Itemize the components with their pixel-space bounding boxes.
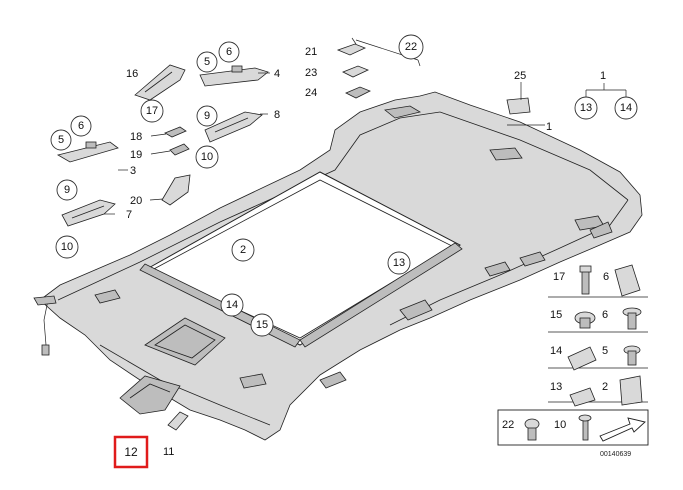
svg-text:14: 14 xyxy=(620,102,632,114)
callout-10b: 10 xyxy=(55,235,79,259)
part-8-handle[interactable] xyxy=(204,111,263,143)
svg-text:14: 14 xyxy=(226,299,238,311)
circled-callouts: 5 6 17 9 10 5 6 9 10 22 13 14 2 13 14 15 xyxy=(50,34,638,337)
label-16: 16 xyxy=(126,68,138,80)
label-22-list: 22 xyxy=(502,419,514,431)
callout-9a: 9 xyxy=(196,105,218,127)
label-14-list: 14 xyxy=(550,345,562,357)
svg-text:10: 10 xyxy=(61,241,73,253)
part-6-pin[interactable] xyxy=(622,307,642,330)
part-13-clip[interactable] xyxy=(569,387,596,407)
part-24-clip[interactable] xyxy=(345,86,371,99)
callout-9b: 9 xyxy=(56,179,78,201)
label-1-top: 1 xyxy=(600,70,606,82)
svg-text:5: 5 xyxy=(204,56,210,68)
callout-15a: 15 xyxy=(250,313,274,337)
svg-text:12: 12 xyxy=(124,445,138,459)
callout-labels: 16 4 8 18 19 3 20 7 21 23 24 25 1 1 11 1… xyxy=(126,46,631,458)
part-3-rail[interactable] xyxy=(56,141,119,163)
label-25: 25 xyxy=(514,70,526,82)
label-8: 8 xyxy=(274,109,280,121)
label-23: 23 xyxy=(305,67,317,79)
part-4-hook[interactable] xyxy=(199,65,269,87)
arrow-icon xyxy=(599,417,646,442)
label-21: 21 xyxy=(305,46,317,58)
part-18-clip[interactable] xyxy=(164,126,187,138)
part-10-screw[interactable] xyxy=(578,414,592,441)
label-4: 4 xyxy=(274,68,280,80)
label-20: 20 xyxy=(130,195,142,207)
svg-text:6: 6 xyxy=(226,46,232,58)
svg-text:9: 9 xyxy=(64,184,70,196)
svg-text:9: 9 xyxy=(204,110,210,122)
callout-2: 2 xyxy=(231,238,255,262)
label-19: 19 xyxy=(130,149,142,161)
label-3: 3 xyxy=(130,165,136,177)
label-24: 24 xyxy=(305,87,317,99)
svg-text:5: 5 xyxy=(58,134,64,146)
label-6-list-top: 6 xyxy=(603,271,609,283)
part-2-clip[interactable] xyxy=(619,375,643,406)
part-25-plug[interactable] xyxy=(506,97,531,115)
svg-text:10: 10 xyxy=(201,151,213,163)
part-16-bracket[interactable] xyxy=(134,64,186,101)
svg-text:2: 2 xyxy=(240,244,246,256)
sunroof-frame-side xyxy=(299,242,463,348)
part-15-grommet[interactable] xyxy=(574,311,596,329)
callout-5a: 5 xyxy=(196,51,218,73)
svg-text:6: 6 xyxy=(78,120,84,132)
part-7-handle[interactable] xyxy=(61,199,116,227)
label-1: 1 xyxy=(546,121,552,133)
part-17-screw[interactable] xyxy=(579,265,592,295)
svg-text:13: 13 xyxy=(580,102,592,114)
part-5-screw[interactable] xyxy=(623,345,641,366)
diagram-code: 00140639 xyxy=(600,451,631,458)
label-13-list: 13 xyxy=(550,381,562,393)
label-18: 18 xyxy=(130,131,142,143)
part-23-clip[interactable] xyxy=(342,65,370,78)
part-14-clip[interactable] xyxy=(567,346,597,371)
parts-list-right xyxy=(548,264,648,407)
part-21-clip[interactable] xyxy=(336,37,367,56)
fastener-box xyxy=(497,409,649,446)
label-5-list: 5 xyxy=(602,345,608,357)
part-console-bracket[interactable] xyxy=(119,375,181,415)
svg-text:17: 17 xyxy=(146,105,158,117)
callout-22a: 22 xyxy=(398,34,424,60)
callout-13a: 13 xyxy=(574,96,598,120)
callout-14b: 14 xyxy=(220,293,244,317)
svg-text:13: 13 xyxy=(393,257,405,269)
part-clip-17[interactable] xyxy=(614,264,641,297)
label-11: 11 xyxy=(163,446,174,458)
callout-6b: 6 xyxy=(70,115,92,137)
part-19-clip[interactable] xyxy=(169,143,190,156)
callout-5b: 5 xyxy=(50,129,72,151)
callout-14a: 14 xyxy=(614,96,638,120)
label-10-list: 10 xyxy=(554,419,566,431)
label-6-list: 6 xyxy=(602,309,608,321)
callout-13b: 13 xyxy=(387,251,411,275)
svg-text:15: 15 xyxy=(256,319,268,331)
callout-10a: 10 xyxy=(195,145,219,169)
svg-text:22: 22 xyxy=(405,41,417,53)
label-17-list: 17 xyxy=(553,271,565,283)
part-11-clip[interactable] xyxy=(167,411,189,431)
label-2-list: 2 xyxy=(602,381,608,393)
part-22-grommet[interactable] xyxy=(524,418,540,441)
callout-6a: 6 xyxy=(218,41,240,63)
leader-lines xyxy=(104,72,627,215)
callout-17a: 17 xyxy=(140,99,164,123)
label-7: 7 xyxy=(126,209,132,221)
label-15-list: 15 xyxy=(550,309,562,321)
highlighted-callout-12[interactable]: 12 xyxy=(113,435,149,469)
part-20-visor-clip[interactable] xyxy=(161,174,191,206)
